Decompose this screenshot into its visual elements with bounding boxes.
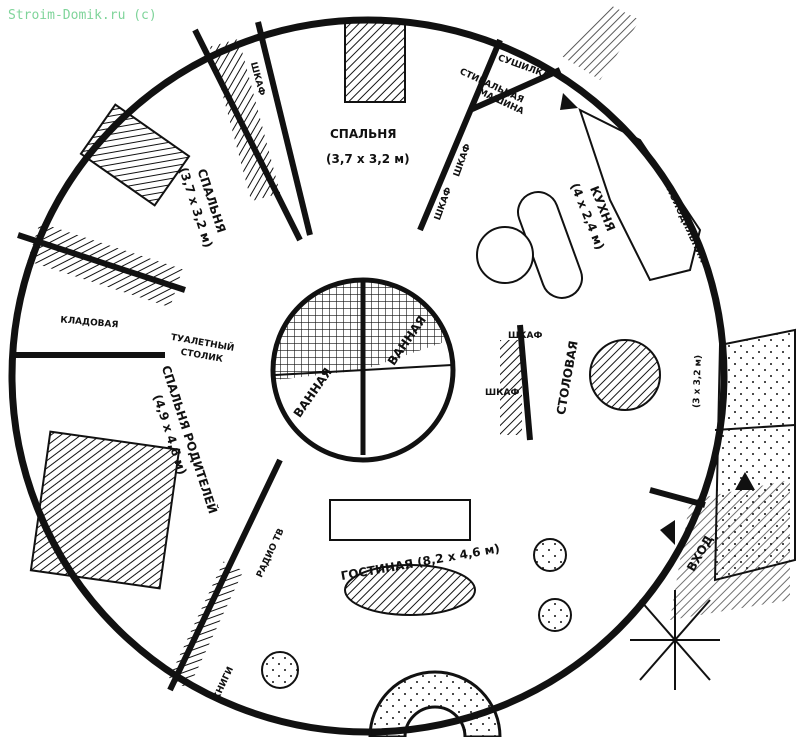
room-name: СПАЛЬНЯ [330, 127, 397, 141]
kitchen-table [476, 226, 534, 284]
fridge-label: ХОЛОДИЛЬНИК [664, 186, 708, 265]
porch-size: (3 x 3,2 м) [692, 355, 704, 408]
armchair [261, 651, 299, 689]
top-door-arrow-icon [560, 93, 578, 110]
room-dining: СТОЛОВАЯ [554, 340, 581, 416]
coffee-table [344, 564, 476, 616]
wardrobe-dining [500, 340, 522, 435]
storage-hatch [27, 222, 183, 308]
plant-icon [630, 590, 720, 690]
dining-table [589, 339, 661, 411]
round-sofa [368, 670, 502, 737]
room-bedroom-top: СПАЛЬНЯ (3,7 x 3,2 м) [326, 127, 410, 166]
outer-wall [8, 16, 728, 736]
entrance-arrow-icon [660, 520, 675, 545]
top-steps [560, 5, 640, 80]
bookshelf [168, 561, 244, 689]
watermark: Stroim-Domik.ru (c) [8, 8, 157, 23]
room-bedroom-left: СПАЛЬНЯ (3,7 x 3,2 м) [176, 166, 228, 250]
entrance-steps [670, 480, 790, 620]
radio-tv-label: РАДИО ТВ [255, 527, 286, 579]
armchair [538, 598, 572, 632]
bed-top [344, 21, 406, 103]
room-storage: КЛАДОВАЯ [60, 315, 119, 330]
wardrobe-top [209, 38, 281, 202]
kitchen-counter [578, 108, 702, 282]
wardrobe-label: ШКАФ [485, 388, 519, 398]
armchair [533, 538, 567, 572]
bed-left [79, 103, 191, 207]
entry-up-arrow-icon [735, 472, 755, 490]
sofa [329, 499, 471, 541]
bed-parents [29, 430, 181, 590]
room-size: (3,7 x 3,2 м) [326, 152, 410, 166]
wardrobe-label: ШКАФ [508, 331, 542, 341]
room-kitchen: КУХНЯ (4 x 2,4 м) [568, 181, 618, 252]
books-label: КНИГИ [212, 665, 236, 702]
